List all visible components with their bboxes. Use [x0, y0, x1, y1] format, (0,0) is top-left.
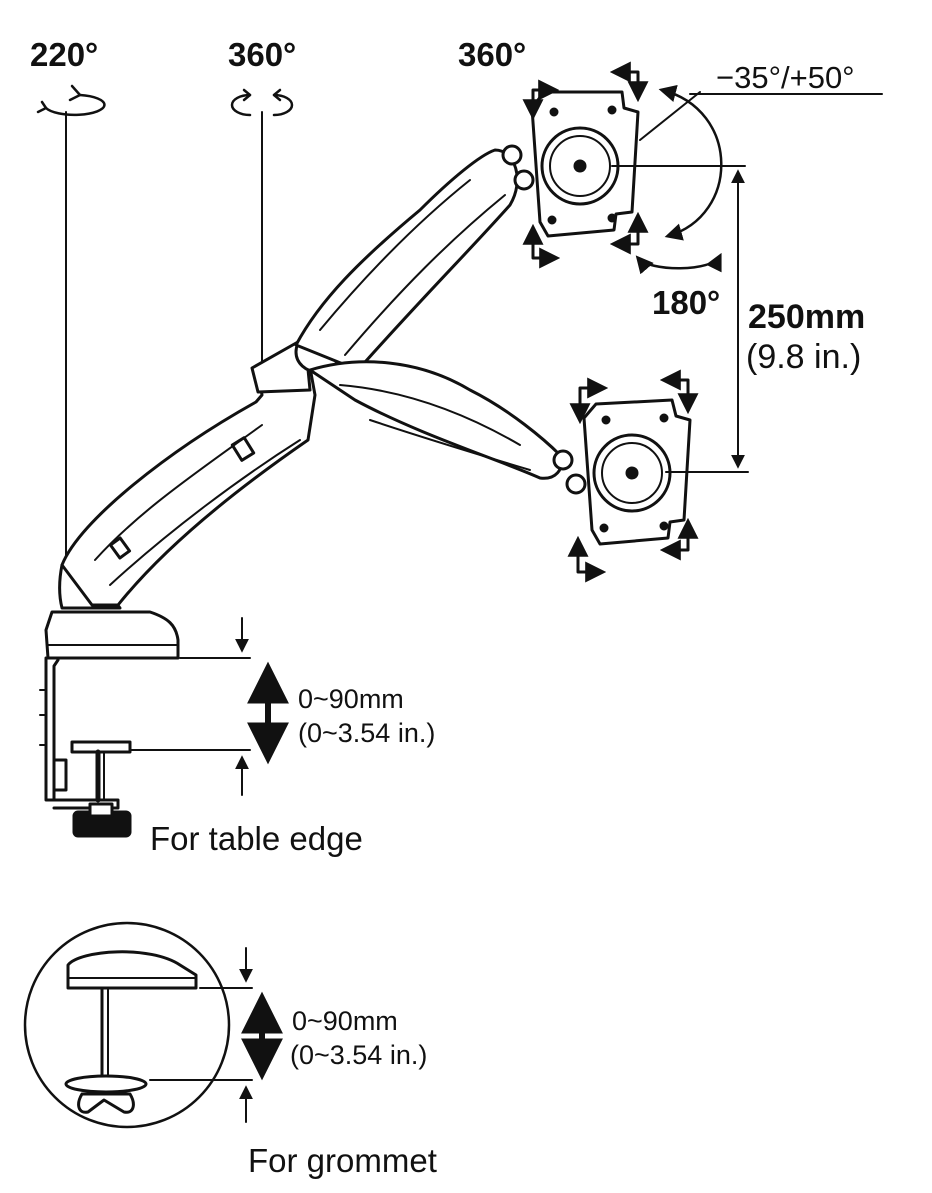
bottom-vesa-plate [567, 369, 699, 583]
desk-clamp [39, 558, 180, 838]
table-edge-dimension [129, 617, 289, 796]
upper-arm [294, 144, 552, 372]
swivel-label: 180° [652, 284, 721, 321]
grommet-caption: For grommet [248, 1142, 437, 1179]
height-in-label: (9.8 in.) [746, 338, 862, 376]
grommet-mm-label: 0~90mm [292, 1006, 398, 1036]
swivel-arrow [635, 252, 722, 275]
plate-rotation-label: 360° [458, 36, 527, 73]
height-dimension [665, 169, 749, 473]
table-edge-mm-label: 0~90mm [298, 684, 404, 714]
table-edge-caption: For table edge [150, 820, 363, 857]
joint-rotation-icon [230, 88, 294, 117]
base-rotation-label: 220° [30, 36, 99, 73]
tilt-arrow [611, 85, 883, 241]
table-edge-in-label: (0~3.54 in.) [298, 718, 436, 748]
joint-rotation-label: 360° [228, 36, 297, 73]
base-rotation-icon [36, 84, 106, 117]
grommet-in-label: (0~3.54 in.) [290, 1040, 428, 1070]
tilt-range-label: −35°/+50° [716, 60, 855, 95]
grommet-inset [23, 921, 283, 1129]
middle-arm [308, 360, 603, 495]
height-mm-label: 250mm [748, 298, 866, 336]
